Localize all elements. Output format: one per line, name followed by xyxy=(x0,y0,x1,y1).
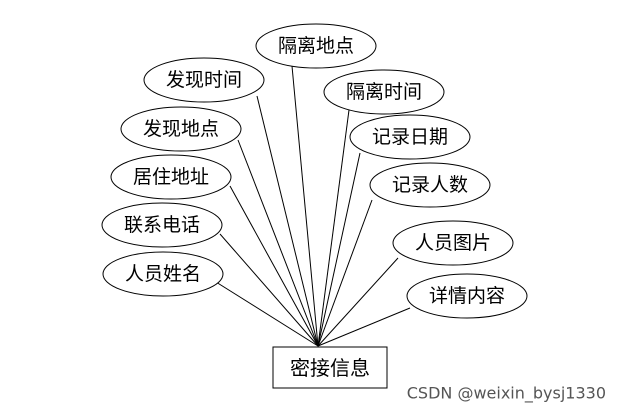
attribute-ju-zhu-di-zhi: 居住地址 xyxy=(110,154,232,200)
attribute-ge-li-shi-jian: 隔离时间 xyxy=(323,69,445,115)
attribute-fa-xian-di-dian: 发现地点 xyxy=(120,106,242,152)
connector-line xyxy=(219,233,319,347)
entity-label: 密接信息 xyxy=(290,356,370,380)
connector-lines xyxy=(215,65,411,347)
attribute-label: 详情内容 xyxy=(429,285,505,307)
attribute-ge-li-di-dian: 隔离地点 xyxy=(255,23,377,69)
attribute-label: 联系电话 xyxy=(124,214,200,236)
attribute-label: 隔离时间 xyxy=(346,81,422,103)
connector-line xyxy=(317,109,350,347)
attribute-label: 隔离地点 xyxy=(278,35,354,57)
attribute-label: 人员姓名 xyxy=(125,263,201,285)
attribute-lian-xi-dian-hua: 联系电话 xyxy=(101,202,223,248)
connector-line xyxy=(237,139,319,347)
entity-mi-jie-xin-xi: 密接信息 xyxy=(272,346,388,389)
watermark: CSDN @weixin_bysj1330 xyxy=(407,384,606,404)
attribute-ren-yuan-tu-pian: 人员图片 xyxy=(392,220,514,266)
connector-line xyxy=(317,199,373,347)
attribute-label: 发现地点 xyxy=(143,118,219,140)
attribute-ji-lu-ri-qi: 记录日期 xyxy=(349,114,471,160)
attribute-label: 人员图片 xyxy=(415,232,491,254)
connector-line xyxy=(317,152,361,347)
attribute-label: 记录日期 xyxy=(372,126,448,148)
attribute-xiang-qing-nei-rong: 详情内容 xyxy=(406,273,528,319)
connector-line xyxy=(317,257,399,347)
attribute-label: 记录人数 xyxy=(392,174,468,196)
connector-line xyxy=(229,185,319,347)
attribute-fa-xian-shi-jian: 发现时间 xyxy=(143,57,265,103)
attribute-label: 居住地址 xyxy=(133,166,209,188)
attribute-ji-lu-ren-shu: 记录人数 xyxy=(369,162,491,208)
connector-line xyxy=(317,307,411,347)
connector-line xyxy=(256,95,319,347)
attribute-ren-yuan-xing-ming: 人员姓名 xyxy=(102,251,224,297)
connector-line xyxy=(291,65,319,347)
connector-line xyxy=(215,281,319,347)
attribute-label: 发现时间 xyxy=(166,69,242,91)
